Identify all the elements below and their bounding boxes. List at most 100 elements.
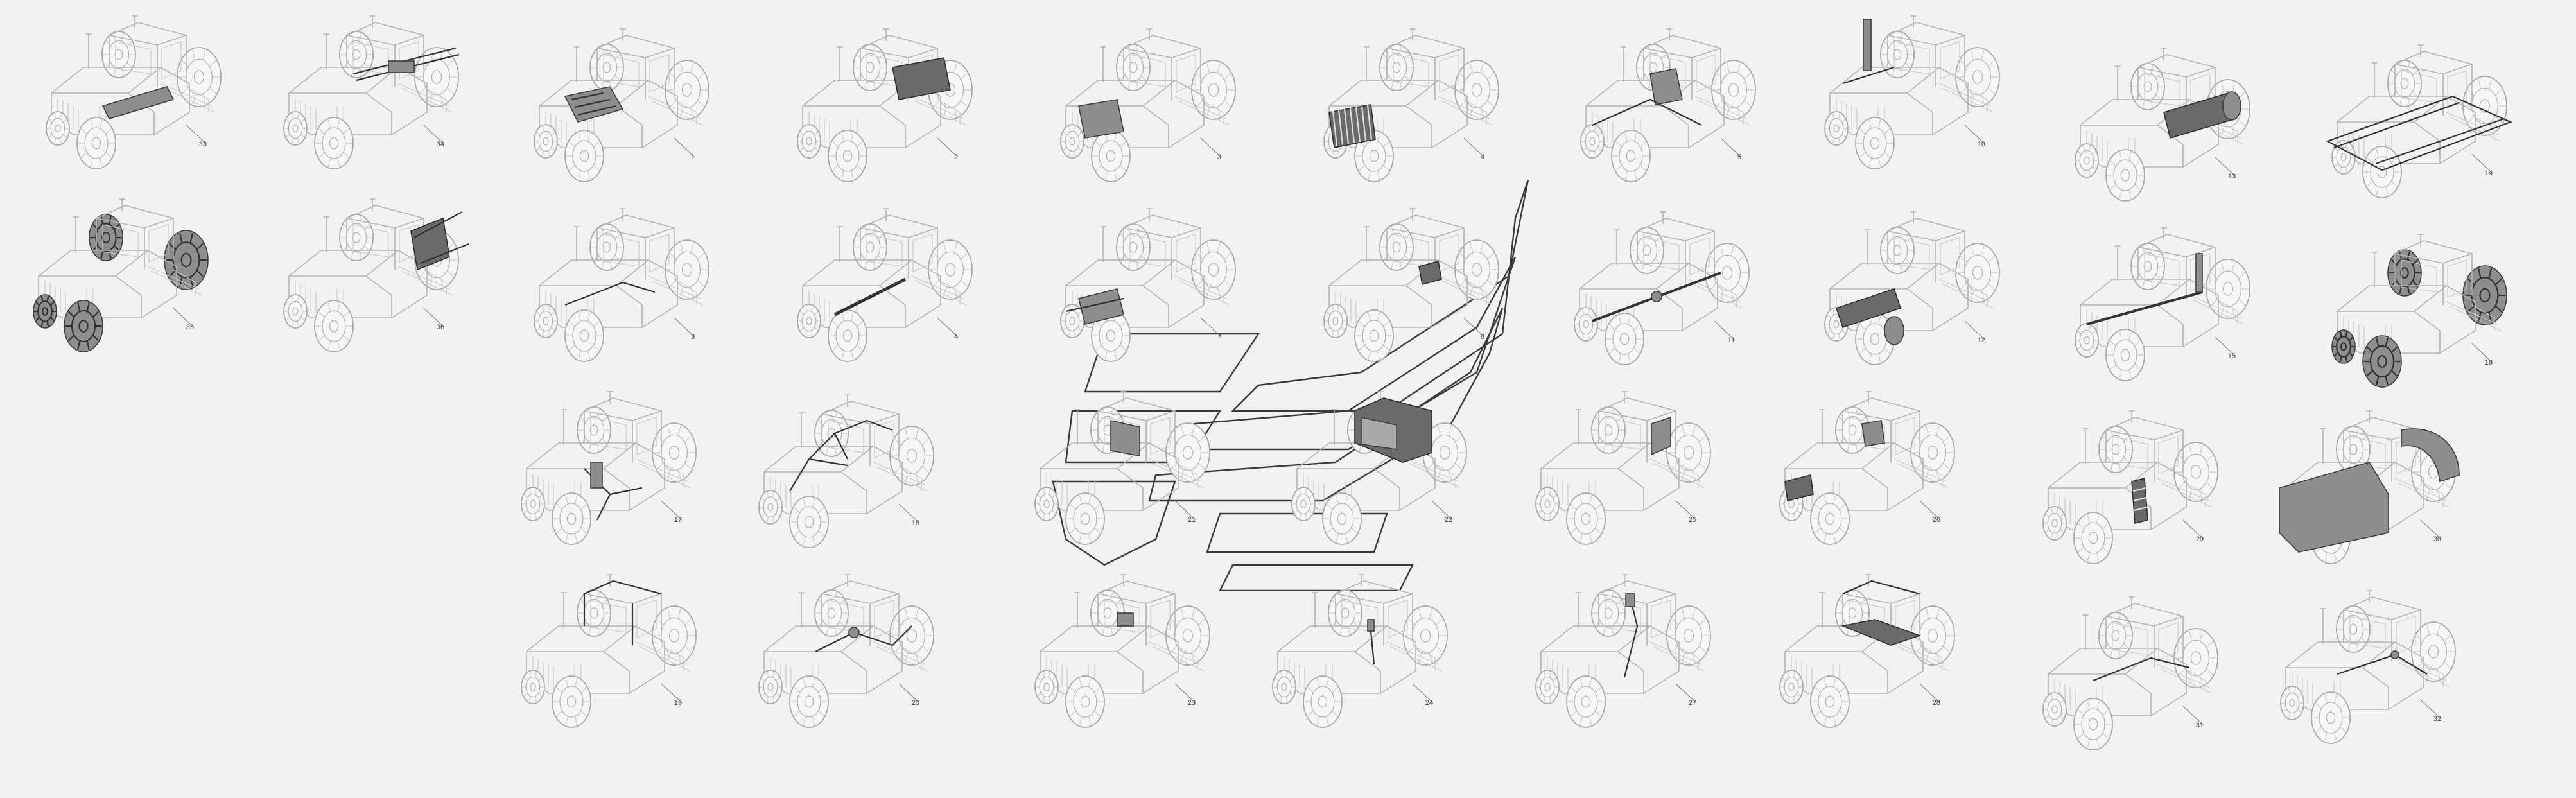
front-right-wheel [2311, 691, 2351, 744]
front-right-wheel [1354, 309, 1394, 362]
front-left-wheel [1535, 670, 1560, 704]
part-number-label: 22 [1444, 516, 1452, 524]
front-right-wheel [1810, 675, 1850, 728]
front-left-wheel [283, 111, 308, 146]
tractor-view-all-four-wheels[interactable]: 16 [2324, 234, 2517, 388]
highlighted-hood-cooling-module [892, 57, 951, 100]
part-number-label: 28 [1932, 699, 1940, 707]
tractor-drawing [521, 391, 697, 545]
rear-right-wheel [164, 230, 209, 290]
tractor-view-rear-hitch-crossbar[interactable]: 15 [2067, 227, 2260, 381]
highlighted-mirror-and-side-bracket [1623, 593, 1639, 678]
highlighted-rear-hitch-crossbar [2086, 253, 2203, 325]
part-number-label: 1 [690, 153, 695, 161]
rear-right-wheel [2173, 628, 2218, 688]
front-right-wheel [2105, 149, 2145, 202]
tractor-view-cab-frame-wiring[interactable]: 19 [514, 574, 706, 728]
highlighted-rear-hitch-and-lights [101, 86, 175, 119]
tractor-view-instrument-console[interactable]: 23 [1027, 574, 1220, 728]
logo-stripe-1 [1231, 180, 1529, 412]
tractor-view-exhaust-stack-and-intake[interactable]: 10 [1817, 15, 2010, 169]
highlighted-exhaust-stack-and-intake [1842, 19, 1895, 85]
highlighted-front-axle-module [1065, 288, 1124, 325]
highlighted-rear-lighting-harness [2093, 657, 2190, 682]
tractor-outline [1824, 211, 2000, 365]
tractor-view-brake-system-lines[interactable]: 17 [514, 391, 706, 545]
tractor-view-cab-interior-and-grille[interactable]: 26 [1772, 391, 1965, 545]
tractor-view-rear-axle-drive-cylinder[interactable]: 13 [2067, 48, 2260, 202]
leader-line [674, 137, 695, 158]
tractor-view-hood-cooling-module[interactable]: 2 [790, 28, 982, 182]
tractor-drawing [1779, 391, 1955, 545]
tractor-view-fuel-line-side[interactable]: 3 [527, 208, 719, 362]
front-left-wheel [1580, 124, 1605, 159]
tractor-view-rear-hitch-and-lights[interactable]: 33 [39, 15, 231, 169]
tractor-view-chassis-frame[interactable]: 14 [2324, 44, 2517, 198]
part-number-label: 29 [2195, 535, 2204, 543]
tractor-view-rear-lighting-harness[interactable]: 31 [2035, 596, 2228, 750]
front-left-wheel [33, 294, 57, 329]
part-number-label: 33 [198, 141, 207, 148]
leader-line [674, 317, 695, 338]
tractor-view-hood-and-fenders[interactable]: 30 [2273, 410, 2466, 564]
tractor-view-front-radiator-frame[interactable]: 3 [1053, 28, 1246, 182]
highlighted-electrical-wiring-harness [789, 419, 893, 492]
tractor-drawing [33, 198, 209, 352]
tractor-view-drive-shaft-line[interactable]: 11 [1567, 211, 1759, 365]
leader-line [1463, 137, 1485, 158]
front-right-wheel [564, 309, 604, 362]
front-right-wheel [1303, 675, 1343, 728]
part-number-label: 3 [1217, 153, 1221, 161]
tractor-view-transmission-shaft[interactable]: 4 [790, 208, 982, 362]
tractor-drawing [521, 574, 697, 728]
part-number-label: 5 [1737, 153, 1741, 161]
leader-line [173, 308, 195, 328]
highlighted-fuel-line-side [564, 281, 656, 306]
tractor-view-cab-door-module[interactable]: 21 [1027, 391, 1220, 545]
tractor-drawing [1291, 391, 1467, 545]
front-right-wheel [314, 300, 354, 352]
tractor-outline [1779, 391, 1955, 545]
highlighted-cab-interior-and-grille [1784, 420, 1885, 501]
tractor-view-cab-mount-component[interactable]: 8 [1316, 208, 1509, 362]
tractor-view-cab-assembly[interactable]: 22 [1284, 391, 1477, 545]
tractor-drawing [1323, 28, 1499, 182]
front-left-wheel [758, 490, 783, 525]
tractor-view-front-axle-module[interactable]: 7 [1053, 208, 1246, 362]
tractor-view-hydraulic-pump-and-lines[interactable]: 5 [1573, 28, 1766, 182]
rear-right-wheel [1910, 422, 1955, 483]
tractor-drawing [758, 574, 934, 728]
tractor-view-electrical-wiring-harness[interactable]: 18 [751, 394, 944, 548]
rear-left-wheel [2098, 426, 2133, 473]
front-right-wheel [2362, 146, 2402, 198]
part-number-label: 7 [1217, 333, 1221, 341]
tractor-outline [797, 208, 973, 362]
front-left-wheel [1535, 487, 1560, 521]
leader-line [2182, 519, 2204, 540]
tractor-view-right-side-rail-and-pipes[interactable]: 34 [276, 15, 469, 169]
part-number-label: 8 [1480, 333, 1484, 341]
tractor-view-cab-floor-platform[interactable]: 28 [1772, 574, 1965, 728]
part-number-label: 18 [911, 519, 919, 527]
tractor-view-engine-block[interactable]: 1 [527, 28, 719, 182]
front-left-wheel [283, 294, 308, 329]
tractor-drawing [2326, 44, 2512, 198]
front-right-wheel [1605, 313, 1644, 365]
front-left-wheel [1824, 111, 1849, 146]
tractor-view-cab-side-panel[interactable]: 25 [1528, 391, 1721, 545]
tractor-view-all-four-wheels[interactable]: 35 [26, 198, 218, 352]
tractor-drawing [534, 208, 709, 362]
tractor-view-front-grille-radiator[interactable]: 4 [1316, 28, 1509, 182]
tractor-view-mirror-and-side-bracket[interactable]: 27 [1528, 574, 1721, 728]
tractor-view-cab-door-handle[interactable]: 24 [1265, 574, 1458, 728]
tractor-view-front-axle-drive[interactable]: 12 [1817, 211, 2010, 365]
part-number-label: 30 [2433, 535, 2441, 543]
leader-line [423, 125, 445, 145]
part-number-label: 21 [1187, 516, 1196, 524]
tractor-view-rear-linkage-arms[interactable]: 36 [276, 198, 469, 352]
tractor-view-hydraulic-hose-routing[interactable]: 20 [751, 574, 944, 728]
tractor-view-rear-coupling-lines[interactable]: 32 [2273, 590, 2466, 744]
tractor-view-steps-and-ladder[interactable]: 29 [2035, 410, 2228, 564]
tractor-drawing [2042, 596, 2218, 750]
